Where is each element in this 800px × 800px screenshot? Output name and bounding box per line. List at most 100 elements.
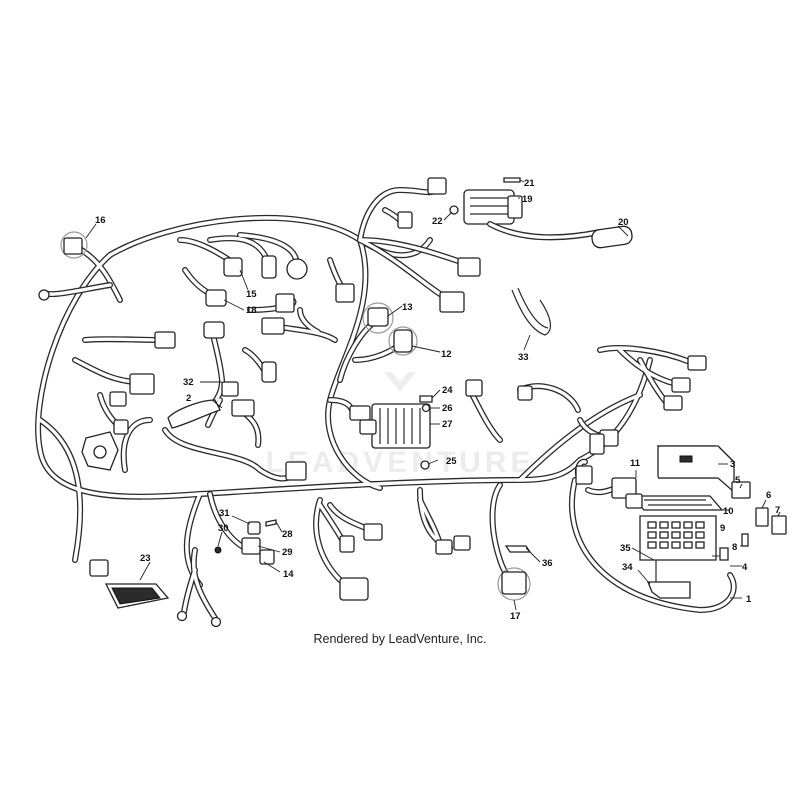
connector-right-h [663,395,683,411]
voltage-regulator-27 [371,403,431,449]
connector-right-g [671,377,691,393]
callout-22: 22 [432,216,443,227]
callout-31: 31 [219,508,230,519]
watermark: LEADVENTURE [265,372,534,479]
spark-plug-boot-20 [591,225,633,249]
component-29 [241,537,261,555]
components [38,177,787,628]
callout-3: 3 [730,459,735,470]
nut-30 [214,546,222,554]
connector-mid-e [285,461,307,481]
callout-25: 25 [446,456,457,467]
connector-22-side [397,211,413,229]
connector-left-c [109,391,127,407]
callout-6: 6 [766,490,771,501]
ground-terminal-b [210,616,222,628]
callout-15: 15 [246,289,257,300]
connector-right-c [465,379,483,397]
connector-top [427,177,447,195]
bracket-34 [647,581,691,599]
screw-28 [265,519,277,527]
callout-10: 10 [723,506,734,517]
relay-6 [755,507,769,527]
watermark-text: LEADVENTURE [265,446,534,479]
fuse-4 [719,547,729,561]
cable-strap-33 [511,289,552,336]
ground-ring-icon [38,289,50,301]
connector-mid-d [275,293,295,313]
connector-right-b [439,291,465,313]
connector-mid-a [335,283,355,303]
callout-29: 29 [282,547,293,558]
callout-32: 32 [183,377,194,388]
callout-33: 33 [518,352,529,363]
callout-1: 1 [746,594,752,605]
connector-2 [231,399,255,417]
connector-16 [63,237,83,255]
harness-trunk [35,214,737,613]
connector-left-b [129,373,155,395]
fuse-grid [647,521,705,549]
connector-15c [286,258,308,280]
callout-17: 17 [510,611,521,622]
connector-right-f [687,355,707,371]
callout-26: 26 [442,403,453,414]
callout-34: 34 [622,562,633,573]
callout-14: 14 [283,569,294,580]
connector-bottom-e [453,535,471,551]
nut-25 [420,460,430,470]
callout-28: 28 [282,529,293,540]
sensor-12 [393,329,413,353]
connector-bottom-a [339,535,355,553]
callout-12: 12 [441,349,452,360]
callout-labels: 1 2 3 4 5 6 7 8 9 10 11 12 13 14 15 16 1… [95,178,780,622]
render-credit: Rendered by LeadVenture, Inc. [313,632,487,646]
ground-terminal-a [176,610,188,622]
callout-11: 11 [630,458,641,469]
connector-right-a [457,257,481,277]
callout-9: 9 [720,523,725,534]
callout-16: 16 [95,215,106,226]
connector-17 [501,571,527,595]
relay-5 [731,481,751,499]
bolt-21 [503,177,521,183]
connector-right-d [517,385,533,401]
connector-13 [367,307,389,327]
callout-23: 23 [140,553,151,564]
connector-15b [261,255,277,279]
callout-4: 4 [742,562,748,573]
connector-mid-b [261,361,277,383]
connector-bottom-c [339,577,369,601]
connector-18 [205,289,227,307]
connector-32 [203,321,225,339]
connector-left-a [154,331,176,349]
callout-20: 20 [618,217,629,228]
leader-lines [85,179,781,611]
component-14 [259,549,275,565]
terminal-32 [221,381,239,397]
ignition-coil-19 [463,189,515,225]
washer-26 [421,403,431,413]
connector-bottom-d [435,539,453,555]
connector-15a [223,257,243,277]
fuse-block-10 [630,495,724,511]
callout-18: 18 [246,305,257,316]
connector-bottom-b [363,523,383,541]
bolt-24 [419,395,433,403]
connector-right-i [575,465,593,485]
callout-21: 21 [524,178,535,189]
connector-mid-c [261,317,285,335]
callout-19: 19 [522,194,533,205]
connector-left-d [113,419,129,435]
clip-31 [247,521,261,535]
callout-8: 8 [732,542,737,553]
callout-27: 27 [442,419,453,430]
callout-36: 36 [542,558,553,569]
callout-30: 30 [218,523,229,534]
fuse-8 [741,533,749,547]
callout-2: 2 [186,393,191,404]
callout-7: 7 [775,505,780,516]
callout-13: 13 [402,302,413,313]
connector-11 [611,477,637,499]
